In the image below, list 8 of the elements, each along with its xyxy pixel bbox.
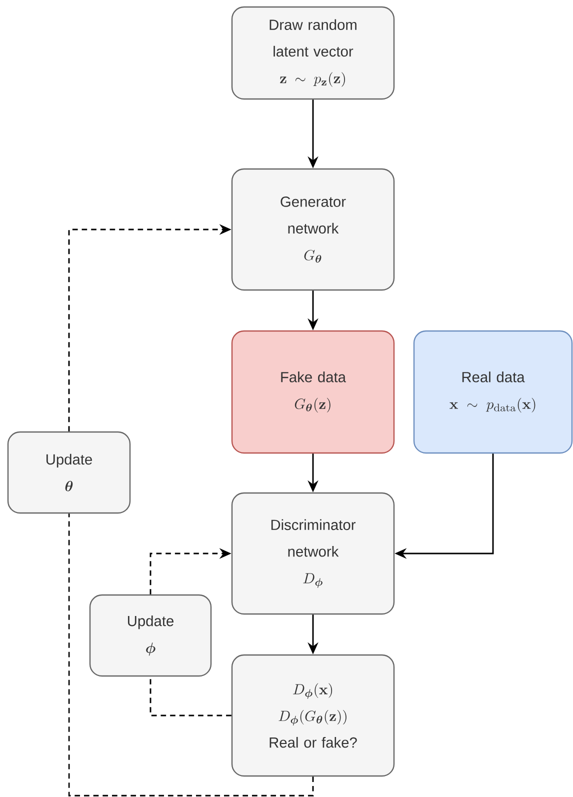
process-box: Update $\boldsymbol{\theta}$ (7, 431, 131, 514)
process-box: $D_{\boldsymbol{\phi}}(\mathbf{x})$ $D_{\boldsymbol{\phi}}(G_{\boldsymbol{\theta}}(\mathbf{z}))$ Real or fake? (231, 654, 395, 777)
process-box: Discriminator network $D_{\boldsymbol{\phi}}$ (231, 492, 395, 615)
process-box: Generator network $G_{\boldsymbol{\theta}}$ (231, 168, 395, 291)
process-box: Update $\boldsymbol{\phi}$ (89, 594, 212, 677)
process-box: Draw random latent vector $\mathbf{z} \sim p_{\mathbf{z}}(\mathbf{z})$ (231, 6, 395, 100)
process-box: Fake data $G_{\boldsymbol{\theta}}(\mathbf{z})$ (231, 330, 395, 454)
process-box: Real data $\mathbf{x} \sim p_{\mathrm{data}}(\mathbf{x})$ (413, 330, 573, 454)
